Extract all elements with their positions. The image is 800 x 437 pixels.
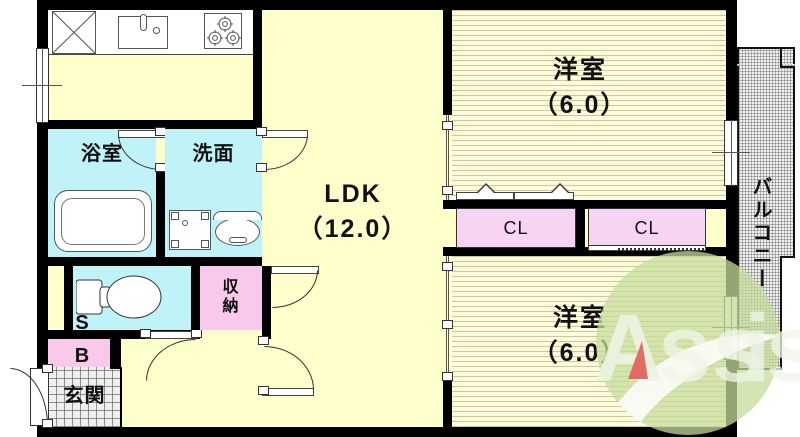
yoshitsu-bottom-name: 洋室 [552,303,607,332]
hall-door-jamb-top [258,336,269,345]
balcony-outline-step-bottom [780,256,795,258]
entrance-door-jamb-top [42,364,53,373]
closet-left[interactable] [456,208,576,248]
room-yoshitsu-top [452,10,726,200]
wall-exterior-right-top [726,0,737,120]
wash-basin-counter [213,211,262,220]
wall-exterior-right-mid [726,186,737,296]
room-label-yoshitsu-bottom: 洋室 （6.0） [470,296,690,376]
balcony-outline-right-mid [793,66,795,258]
room-label-storage: 収 納 [200,270,262,326]
balcony-outline-bottom [737,368,782,370]
wall-exterior-left [37,0,48,437]
partition-sliding-top[interactable] [446,115,449,200]
cabinet-x-icon [51,10,97,55]
wall-storage-right [262,266,271,339]
closet-left-label: CL [503,218,529,238]
shoebox[interactable] [48,339,110,367]
shoebox-label-b: B [74,345,90,367]
balcony-door-bottom-handle [712,327,750,328]
balcony-outline-right-bottom [780,256,782,370]
wall-toilet-bottom [64,330,200,339]
room-entrance [48,367,121,427]
balcony-outline-step-top [780,66,795,68]
closet-left-hinge-icon [476,183,496,194]
wall-ldk-bedroom-top [443,10,452,115]
wall-washroom-bottom [48,257,262,266]
closet-right-hinge-icon [550,183,570,194]
balcony-door-bottom-mullion [731,296,732,360]
shoebox-label-s: S [75,312,89,334]
toilet-door-leaf[interactable] [145,331,197,339]
closet-right-door-dash [618,248,706,251]
sink-icon [118,14,168,49]
washroom-door-jamb-bottom [256,163,267,172]
wall-toilet-left [64,266,73,330]
entrance-door-jamb-bottom [42,419,53,428]
partition-jamb-3 [442,262,453,271]
partition-jamb-2 [442,186,453,195]
toilet-door-jamb-right [191,329,202,338]
wash-basin-drain [229,237,247,243]
wall-kitchen-bottom [48,120,262,129]
wall-closet-divider [576,200,585,256]
room-label-balcony: バルコニー [749,176,771,291]
closet-left-door-track-2[interactable] [514,192,574,200]
room-storage[interactable] [200,266,262,330]
wall-exterior-top [37,0,737,10]
partition-jamb-4 [442,320,453,329]
wall-genkan-top [48,330,68,339]
wall-exterior-right-bottom [726,360,737,437]
yoshitsu-top-area: （6.0） [532,91,628,119]
closet-right[interactable] [588,208,706,248]
balcony-door-top-handle [712,152,750,153]
wall-kitchen-right [253,10,262,55]
entrance-step-line [120,367,122,427]
yoshitsu-top-name: 洋室 [552,55,607,84]
hall-door-jamb-left [258,386,269,395]
toilet-icon [75,270,172,326]
closet-right-label: CL [634,218,660,238]
ldk-area: （12.0） [297,215,409,243]
washroom-door-jamb-top [256,127,267,136]
storage-label-line2: 納 [222,298,240,315]
room-label-ldk: LDK （12.0） [268,172,438,252]
wall-bath-washroom [156,168,165,257]
window-left-top-sill [22,85,62,86]
partition-sliding-bottom[interactable] [446,256,449,380]
wall-exterior-bottom [37,427,737,437]
balcony-door-top-mullion [731,120,732,186]
partition-jamb-5 [442,372,453,381]
room-label-washroom: 洗面 [192,143,235,165]
room-balcony-bulge-top [739,66,795,258]
balcony-outline-right-top [780,47,782,68]
storage-label-line1: 収 [222,279,240,297]
toilet-door-jamb-left [140,329,151,338]
washing-machine-icon [169,210,211,250]
room-label-bath: 浴室 [81,143,123,165]
stove-icon [204,13,242,49]
room-label-entrance: 玄関 [63,385,106,407]
wall-ldk-bedroom-bottom [443,380,452,427]
ldk-name: LDK [324,179,382,208]
partition-jamb-1 [442,121,453,130]
yoshitsu-bottom-area: （6.0） [532,339,628,367]
wall-shoebox-right [110,339,121,369]
wall-storage-left [191,266,200,330]
room-label-yoshitsu-top: 洋室 （6.0） [470,48,690,128]
wall-kitchen-right-lower [253,55,262,120]
bathtub-inner [61,198,145,245]
